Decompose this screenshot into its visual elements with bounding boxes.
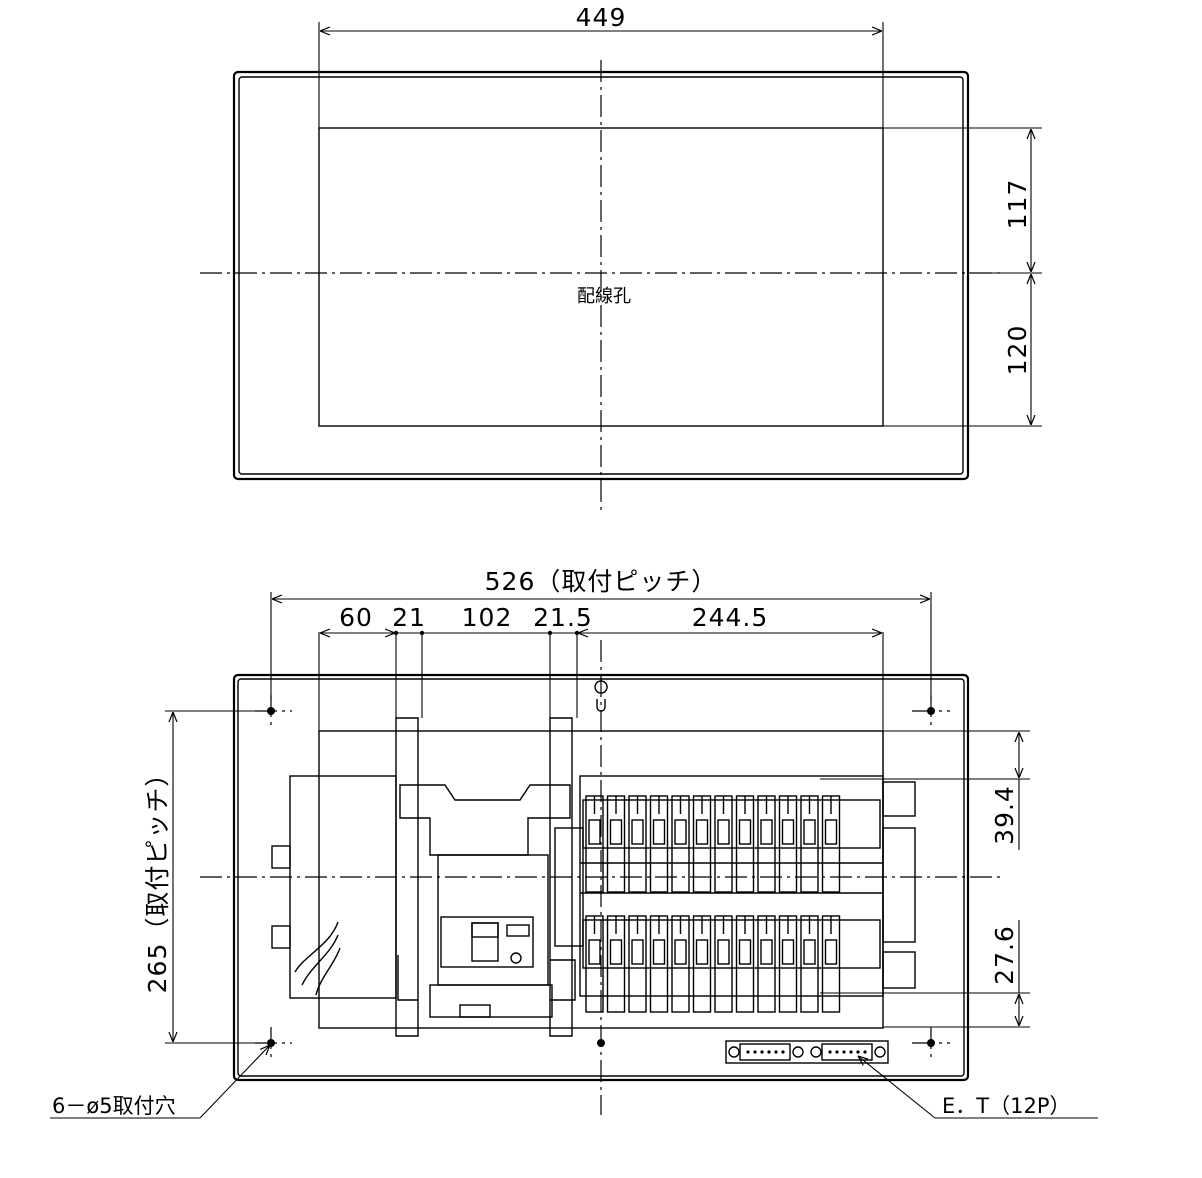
breaker-toggle <box>652 819 666 845</box>
breaker-toggle <box>824 939 838 965</box>
left-terminal-block <box>271 775 397 999</box>
et-terminal-dots <box>746 1050 867 1054</box>
breaker-toggle <box>738 819 752 845</box>
breaker-toggle <box>824 819 838 845</box>
dim-21-label: 21 <box>392 603 426 632</box>
breaker-toggle <box>609 939 623 965</box>
dim-21.5-label: 21.5 <box>533 603 593 632</box>
neutral-bar <box>554 827 584 947</box>
cable-lines <box>294 921 341 996</box>
et-strip-outline <box>725 1040 889 1064</box>
breaker-toggle <box>652 939 666 965</box>
breaker-toggle <box>738 939 752 965</box>
mount-hole-label: 6－ø5取付穴 <box>52 1094 176 1118</box>
breakers-bottom-row <box>585 915 841 1013</box>
et-label: E．T（12P） <box>942 1094 1070 1118</box>
breaker-toggle <box>674 939 687 965</box>
breaker-toggle <box>674 819 687 845</box>
et-screw <box>810 1046 822 1058</box>
breaker-toggle <box>717 939 730 965</box>
side-block <box>882 827 916 943</box>
et-terminal <box>835 1050 839 1054</box>
dim-102-label: 102 <box>462 603 513 632</box>
rail-detail <box>550 959 576 1001</box>
et-leader <box>858 1056 936 1119</box>
rail-detail <box>397 955 418 1001</box>
main-breaker-bottom <box>429 984 553 1018</box>
et-terminal <box>828 1050 832 1054</box>
et-terminal <box>842 1050 846 1054</box>
main-breaker-face <box>440 916 534 968</box>
side-block <box>882 951 916 989</box>
breaker-toggle <box>760 939 773 965</box>
et-terminal <box>753 1050 757 1054</box>
breaker-toggle <box>803 819 816 845</box>
breaker-toggle <box>695 939 709 965</box>
et-block-left <box>739 1043 791 1061</box>
dim-dot <box>393 630 399 636</box>
breaker-toggle <box>609 819 623 845</box>
mount-hole-leader <box>199 1045 270 1119</box>
top-view: 449 117 120 配線孔 <box>200 3 1042 512</box>
et-terminal <box>746 1050 750 1054</box>
dim-dot <box>574 630 580 636</box>
branch-breaker-bank <box>554 775 916 1013</box>
main-breaker-handle-top <box>471 922 499 938</box>
breakers-top-row <box>585 795 841 893</box>
dim-449-label: 449 <box>576 3 627 32</box>
et-screw <box>792 1046 804 1058</box>
keyhole-slot <box>594 680 608 712</box>
dim-dot <box>419 630 425 636</box>
et-terminal <box>774 1050 778 1054</box>
et-terminal <box>849 1050 853 1054</box>
earth-terminal-strip <box>725 1040 889 1064</box>
breaker-toggle <box>781 939 795 965</box>
breaker-toggle <box>588 819 601 845</box>
dim-117-label: 117 <box>1003 179 1032 230</box>
dim-265-label: 265（取付ピッチ） <box>143 761 172 994</box>
et-terminal <box>781 1050 785 1054</box>
breaker-toggle <box>781 819 795 845</box>
terminal-lug <box>271 845 291 869</box>
breaker-toggle <box>588 939 601 965</box>
et-terminal <box>856 1050 860 1054</box>
breaker-toggle <box>695 819 709 845</box>
front-view: 526（取付ピッチ） 60 21 102 21.5 244.5 265（取付ピッ… <box>50 567 1098 1119</box>
et-terminal <box>767 1050 771 1054</box>
breaker-toggle <box>631 939 644 965</box>
dim-dot <box>547 630 553 636</box>
breaker-toggle <box>803 939 816 965</box>
breaker-toggle <box>717 819 730 845</box>
terminal-lug <box>271 925 291 949</box>
dim-120-label: 120 <box>1003 325 1032 376</box>
et-screw <box>728 1046 740 1058</box>
et-block-right <box>821 1043 873 1061</box>
main-breaker-clip <box>459 1004 491 1018</box>
dim-39.4-label: 39.4 <box>990 785 1019 845</box>
et-terminal <box>760 1050 764 1054</box>
terminal-block-body <box>289 775 397 999</box>
et-screw <box>874 1046 886 1058</box>
main-breaker-body <box>437 854 549 986</box>
mount-hole <box>597 1039 605 1047</box>
wiring-hole-label: 配線孔 <box>577 286 631 307</box>
breaker-toggle <box>760 819 773 845</box>
test-button <box>506 924 530 937</box>
dim-27.6-label: 27.6 <box>990 925 1019 985</box>
dim-60-label: 60 <box>339 603 373 632</box>
et-terminal <box>863 1050 867 1054</box>
main-breaker-handle <box>471 922 499 962</box>
dim-244.5-label: 244.5 <box>692 603 769 632</box>
side-block <box>882 781 916 817</box>
dim-526-label: 526（取付ピッチ） <box>485 567 718 596</box>
main-breaker-top <box>399 784 571 856</box>
breaker-toggle <box>631 819 644 845</box>
indicator-dot <box>510 952 522 964</box>
